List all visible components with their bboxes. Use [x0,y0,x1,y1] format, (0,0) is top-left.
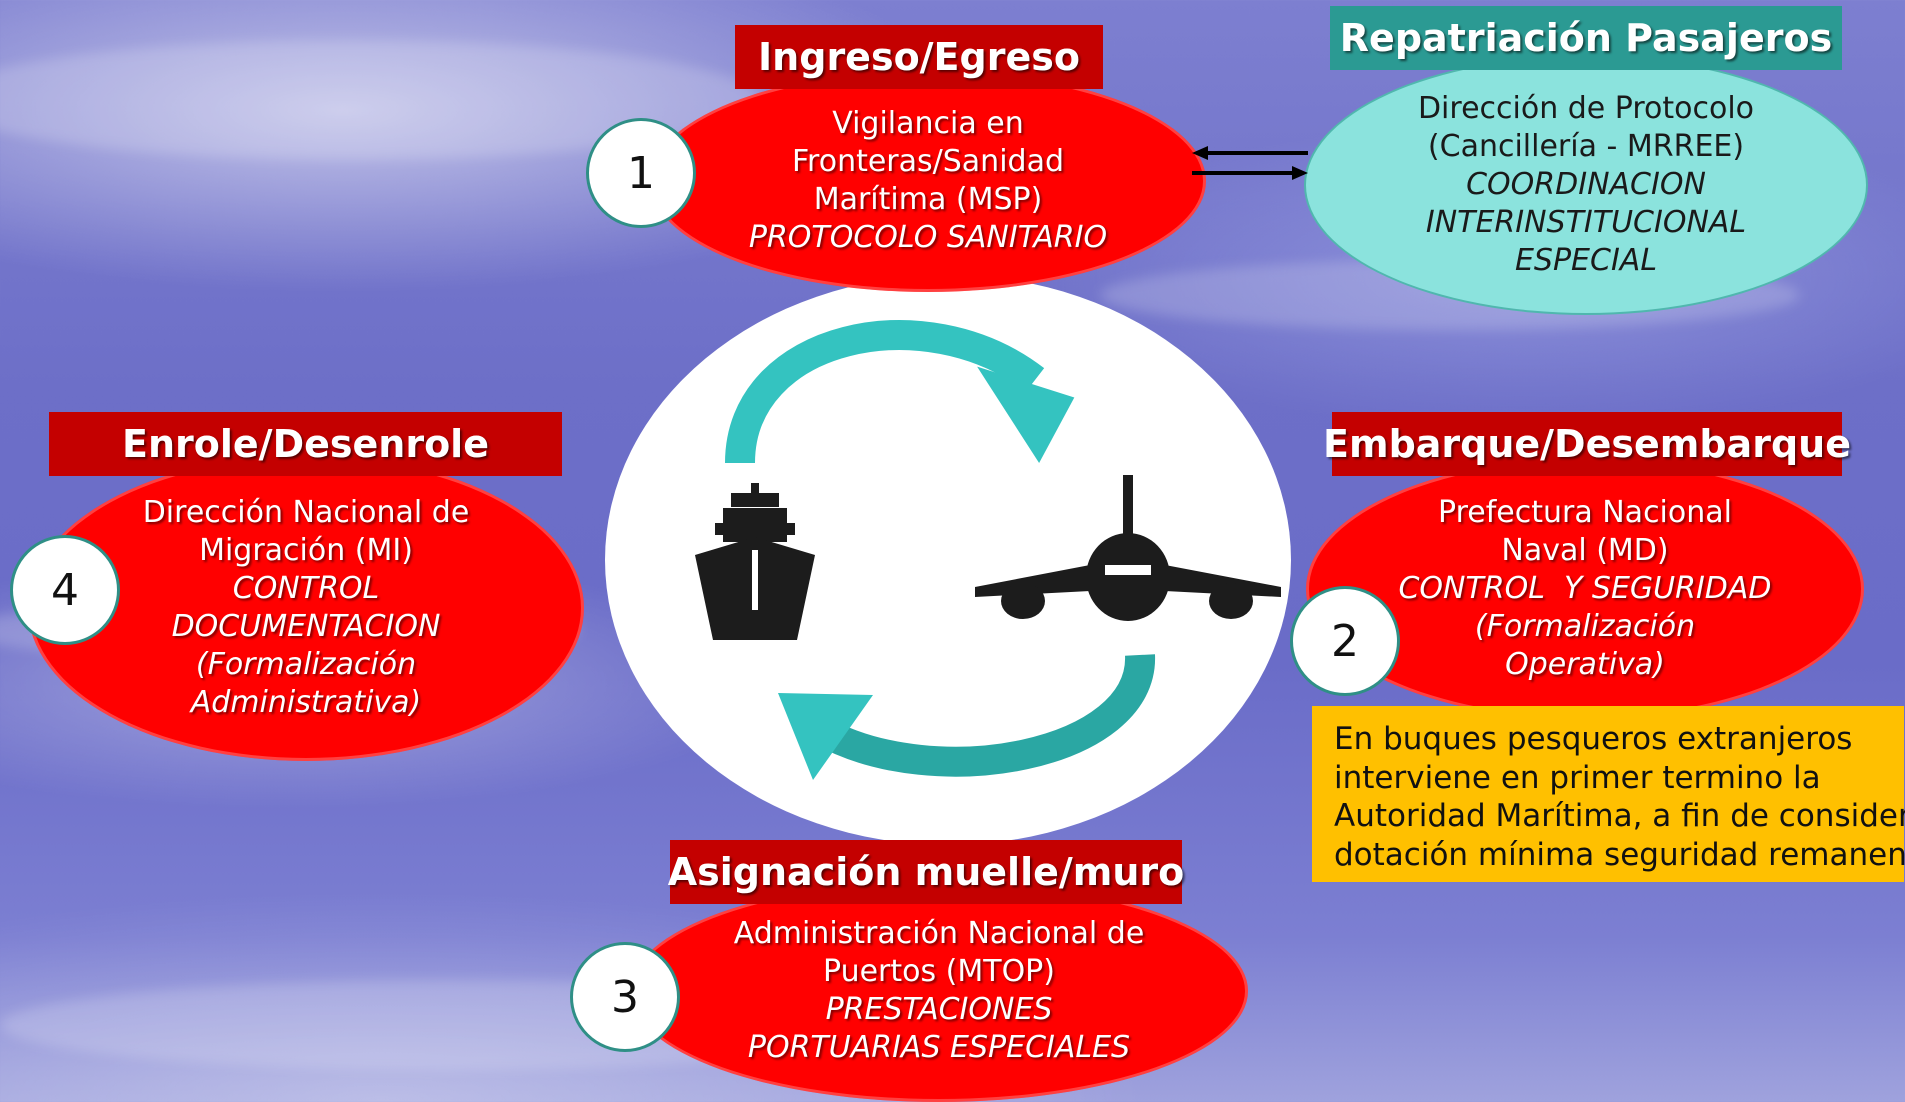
embarque-desembarque-node: Prefectura Nacional Naval (MD) CONTROL Y… [1306,458,1864,720]
embarque-italic-line: CONTROL Y SEGURIDAD [1398,571,1772,606]
cycle-diagram-center [605,275,1291,845]
enrole-line: Migración (MI) [199,533,413,568]
repatriacion-italic-line: COORDINACION [1466,167,1706,202]
cycle-arrow-icon [778,654,1155,780]
embarque-line: Naval (MD) [1501,533,1669,568]
embarque-italic-line: (Formalización [1474,609,1696,644]
step-number-2: 2 [1290,586,1400,696]
enrole-italic-line: (Formalización [195,647,417,682]
ingreso-line: Vigilancia en [832,106,1024,141]
asignacion-italic-line: PORTUARIAS ESPECIALES [747,1030,1131,1065]
asignacion-line: Puertos (MTOP) [823,954,1055,989]
asignacion-node: Administración Nacional de Puertos (MTOP… [630,880,1248,1102]
repatriacion-node: Dirección de Protocolo (Cancillería - MR… [1304,55,1868,315]
asignacion-header: Asignación muelle/muro [668,840,1184,904]
repatriacion-line: (Cancillería - MRREE) [1427,129,1745,164]
asignacion-line: Administración Nacional de [733,916,1145,951]
embarque-desembarque-header: Embarque/Desembarque [1323,412,1851,476]
step-number-4: 4 [10,535,120,645]
ingreso-line: Marítima (MSP) [813,182,1043,217]
repatriacion-italic-line: INTERINSTITUCIONAL [1425,205,1747,240]
note-line: dotación mínima seguridad remanente [1334,836,1905,873]
note-line: En buques pesqueros extranjeros [1334,721,1853,757]
cycle-arrow-icon [725,320,1075,464]
enrole-desenrole-header: Enrole/Desenrole [49,412,562,476]
airplane-icon [975,475,1281,621]
ingreso-egreso-header: Ingreso/Egreso [735,25,1103,89]
enrole-italic-line: CONTROL [232,571,380,606]
embarque-line: Prefectura Nacional [1438,495,1732,530]
step-number-1: 1 [586,118,696,228]
ingreso-egreso-node: Vigilancia en Fronteras/Sanidad Marítima… [650,70,1206,292]
ingreso-line: Fronteras/Sanidad [791,144,1065,179]
note-line: Autoridad Marítima, a fin de considerar [1334,798,1905,834]
asignacion-italic-line: PRESTACIONES [825,992,1053,1027]
step-number-3: 3 [570,942,680,1052]
ship-icon [695,483,815,640]
bidirectional-arrow-icon [1192,146,1308,180]
cycle-graphic [695,320,1281,780]
enrole-italic-line: Administrativa) [190,685,422,720]
enrole-italic-line: DOCUMENTACION [171,609,441,644]
repatriacion-line: Dirección de Protocolo [1417,91,1755,126]
note-box: En buques pesqueros extranjeros intervie… [1312,706,1905,882]
repatriacion-italic-line: ESPECIAL [1514,243,1658,278]
ingreso-italic-line: PROTOCOLO SANITARIO [748,220,1108,255]
embarque-italic-line: Operativa) [1505,647,1665,682]
repatriacion-header: Repatriación Pasajeros [1330,6,1842,70]
enrole-line: Dirección Nacional de [142,495,470,530]
note-line: interviene en primer termino la [1334,759,1821,796]
enrole-desenrole-node: Dirección Nacional de Migración (MI) CON… [28,455,584,761]
